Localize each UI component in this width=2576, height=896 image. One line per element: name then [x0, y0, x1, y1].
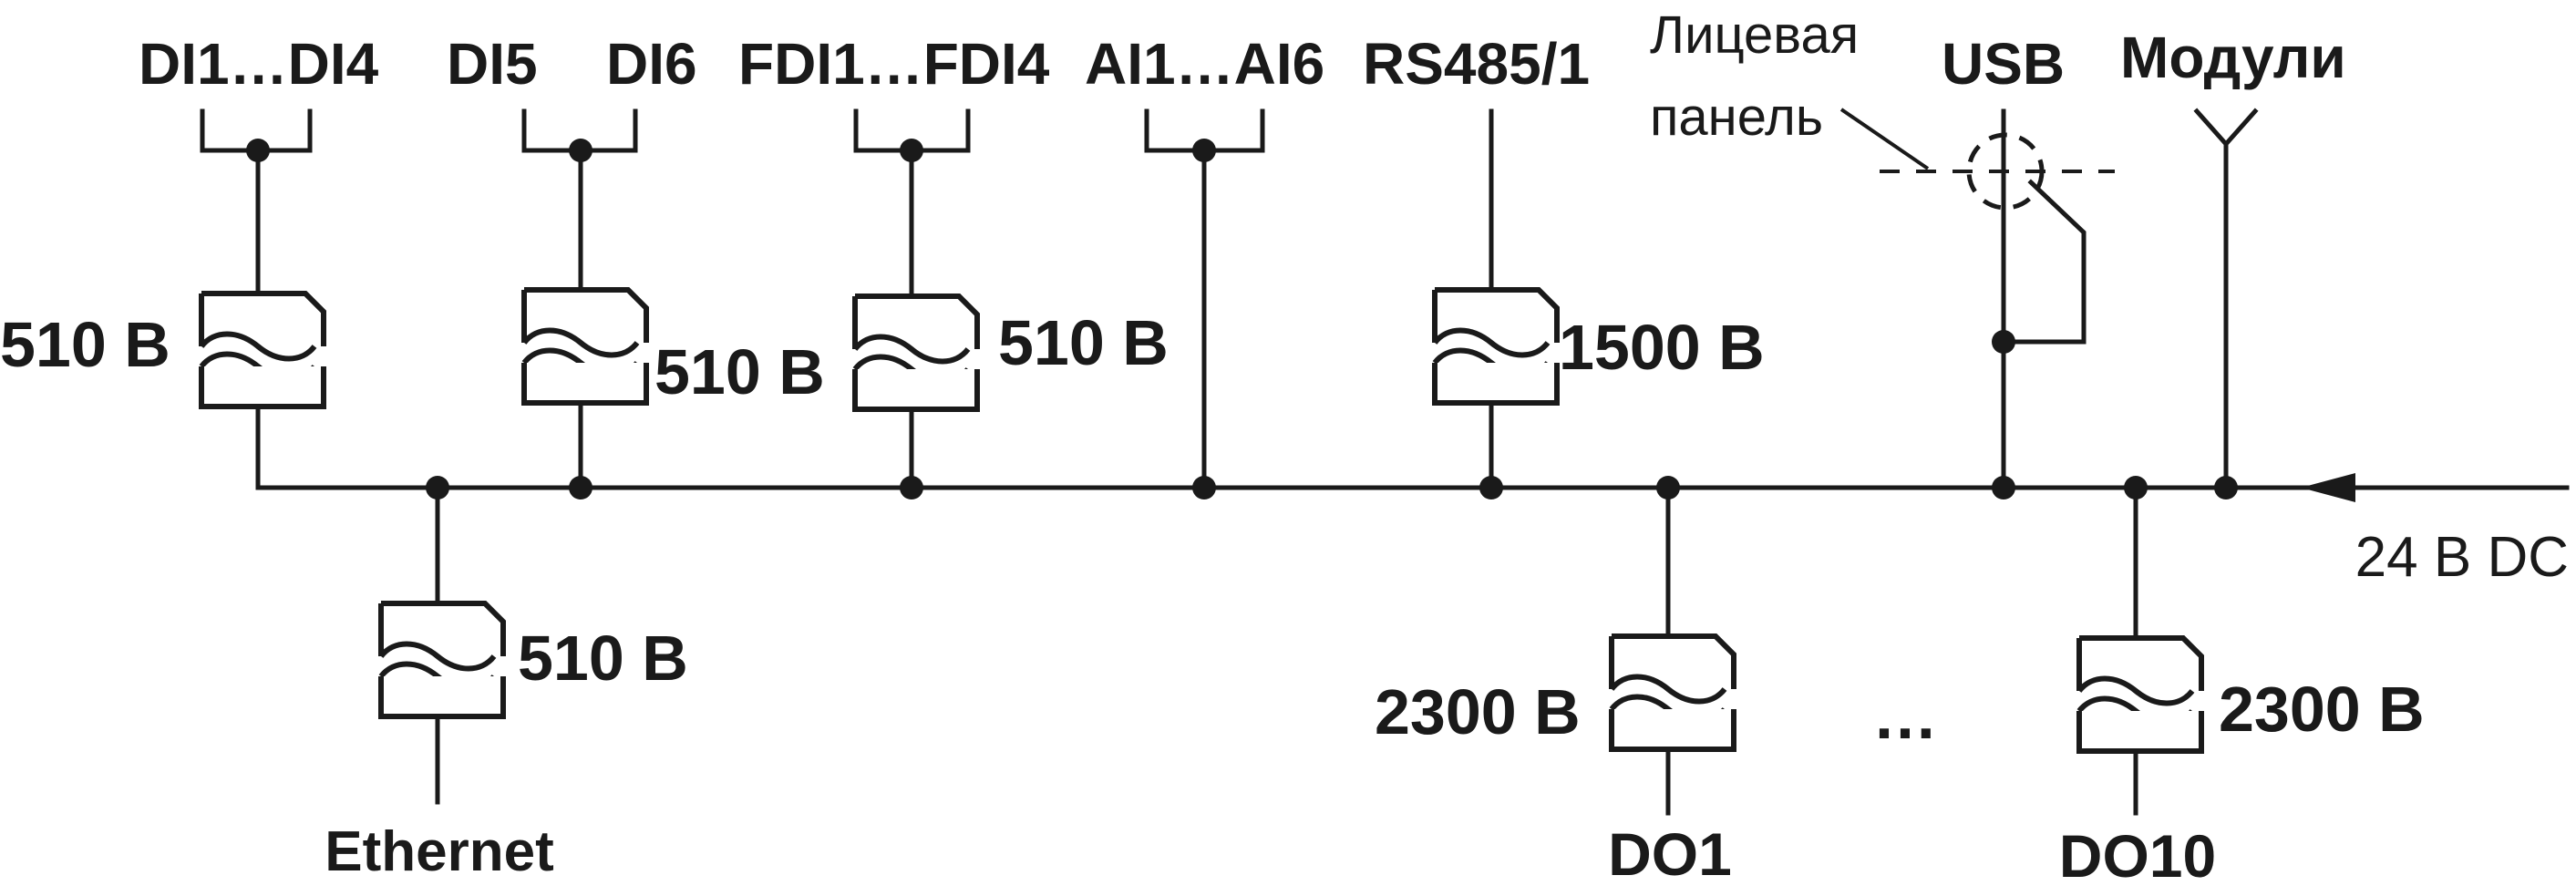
voltage-label-di5-di6: 510 В: [654, 336, 825, 407]
isolation-symbol-rs485: [1435, 290, 1557, 403]
ellipsis-label: …: [1872, 680, 1938, 753]
power-label: 24 В DC: [2355, 526, 2569, 589]
isolation-symbol-do10: [2079, 638, 2201, 751]
port-label-do10: DO10: [2059, 822, 2216, 890]
isolation-symbol-di1-di4: [201, 294, 324, 407]
junction-dot: [1479, 476, 1503, 499]
front-panel-leader: [1839, 108, 1930, 170]
junction-dot: [2214, 476, 2238, 499]
voltage-label-di1-di4: 510 В: [0, 309, 170, 380]
arrow-left-icon: [2301, 473, 2355, 502]
port-label-di6: DI6: [606, 31, 697, 97]
junction-dot: [900, 476, 923, 499]
port-label-usb: USB: [1942, 31, 2065, 97]
front-panel-label-2: панель: [1650, 88, 1823, 147]
port-label-rs485: RS485/1: [1363, 31, 1590, 97]
port-label-do1: DO1: [1608, 820, 1732, 888]
port-label-di1-di4: DI1…DI4: [139, 31, 379, 97]
isolation-symbol-do1: [1612, 636, 1734, 749]
front-panel-label-1: Лицевая: [1650, 5, 1859, 65]
voltage-label-do1: 2300 В: [1375, 676, 1581, 747]
port-label-modules: Модули: [2120, 25, 2346, 90]
isolation-symbol-ethernet: [381, 603, 503, 716]
port-label-di5: DI5: [447, 31, 538, 97]
junction-dot: [1992, 476, 2015, 499]
voltage-label-ethernet: 510 В: [518, 623, 688, 694]
isolation-symbol-fdi: [855, 296, 977, 409]
junction-dot: [1192, 476, 1216, 499]
junction-dot: [569, 476, 592, 499]
isolation-symbol-di5-di6: [524, 290, 646, 403]
voltage-label-rs485: 1500 В: [1559, 312, 1765, 383]
usb-sense-line: [2001, 179, 2087, 345]
port-label-ai: AI1…AI6: [1085, 31, 1324, 97]
port-label-ethernet: Ethernet: [325, 820, 553, 883]
voltage-label-do10: 2300 В: [2219, 674, 2425, 745]
port-label-fdi: FDI1…FDI4: [738, 31, 1050, 97]
voltage-label-fdi: 510 В: [998, 307, 1169, 378]
junction-dot: [1992, 330, 2015, 354]
antenna-fork-icon: [2193, 108, 2259, 148]
